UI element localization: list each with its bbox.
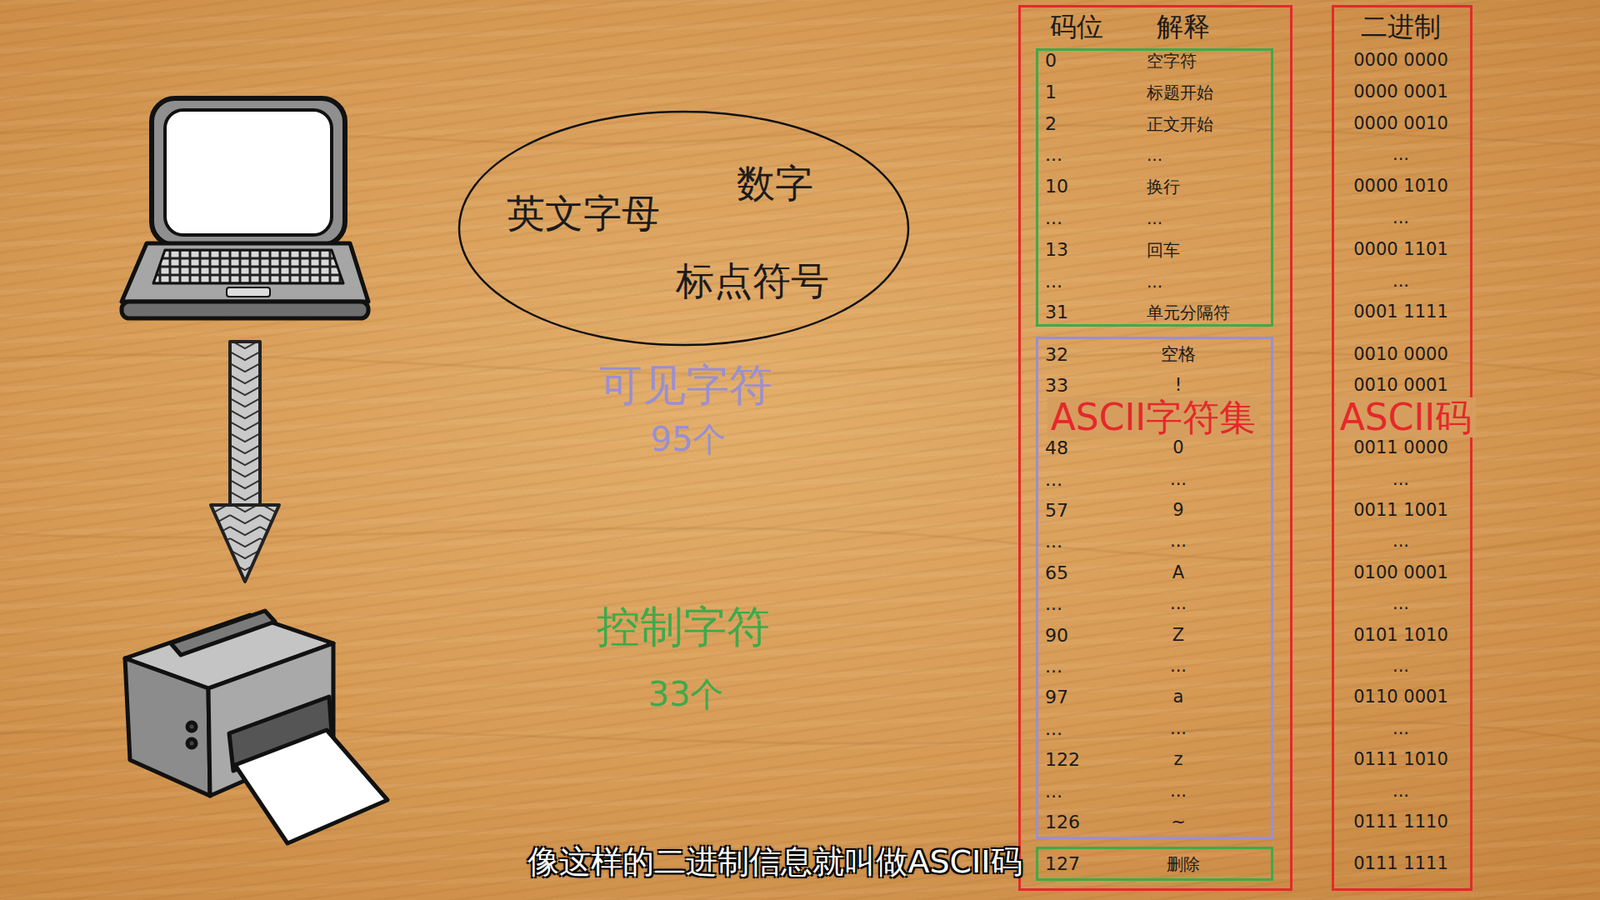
char-description: 回车 bbox=[1146, 240, 1180, 260]
binary-code: 0000 0010 bbox=[1353, 114, 1449, 134]
char-description: 换行 bbox=[1146, 177, 1180, 196]
category-word: 英文字母 bbox=[506, 192, 660, 235]
column-header: 二进制 bbox=[1360, 12, 1441, 42]
char-description: 标题开始 bbox=[1146, 83, 1214, 102]
char-description: ... bbox=[1170, 470, 1187, 490]
binary-code: 0001 1111 bbox=[1353, 303, 1449, 323]
binary-code: 0000 1101 bbox=[1353, 240, 1449, 260]
binary-code: ... bbox=[1392, 470, 1410, 490]
char-description: 删除 bbox=[1166, 855, 1200, 874]
char-description: ... bbox=[1170, 595, 1187, 615]
binary-code: ... bbox=[1392, 532, 1410, 552]
code-point: 1 bbox=[1045, 82, 1057, 103]
code-point: 126 bbox=[1045, 812, 1080, 833]
char-description: 空字符 bbox=[1146, 51, 1197, 70]
binary-code: ... bbox=[1392, 781, 1410, 801]
code-point: 122 bbox=[1045, 750, 1080, 770]
binary-code: 0111 1110 bbox=[1353, 812, 1449, 832]
code-point: 97 bbox=[1045, 687, 1069, 708]
category-word: 数字 bbox=[736, 162, 814, 205]
code-label: ASCII码 bbox=[1336, 397, 1476, 438]
binary-code: 0000 0000 bbox=[1353, 50, 1449, 70]
code-point: 31 bbox=[1045, 302, 1069, 323]
char-description: ... bbox=[1170, 719, 1187, 739]
code-point: ... bbox=[1045, 208, 1063, 229]
printer-icon bbox=[125, 610, 388, 844]
category-title: 控制字符 bbox=[596, 603, 770, 651]
char-description: Z bbox=[1172, 625, 1185, 645]
code-point: ... bbox=[1045, 781, 1063, 802]
code-point: 48 bbox=[1045, 438, 1069, 459]
visible-char-group: 32 空格 33! 48 0...... 57 9...... 65 A...... 90 Z...… bbox=[1035, 336, 1274, 840]
binary-code: ... bbox=[1392, 271, 1410, 291]
laptop-icon bbox=[121, 98, 369, 319]
code-point: ... bbox=[1045, 470, 1063, 490]
char-description: ... bbox=[1146, 272, 1163, 291]
code-point: ... bbox=[1045, 594, 1063, 615]
category-count: 33个 bbox=[648, 675, 725, 713]
char-description: ... bbox=[1146, 145, 1163, 165]
category-count: 95个 bbox=[650, 420, 727, 458]
char-description: 0 bbox=[1172, 439, 1184, 459]
code-point: 127 bbox=[1045, 853, 1080, 874]
char-description: A bbox=[1172, 563, 1185, 583]
binary-code: 0110 0001 bbox=[1353, 688, 1449, 708]
down-arrow bbox=[210, 341, 280, 582]
binary-code: 0010 0001 bbox=[1353, 376, 1449, 396]
binary-code: ... bbox=[1392, 656, 1410, 676]
control-char-group: 127 删除 bbox=[1035, 846, 1274, 881]
code-point: ... bbox=[1045, 656, 1063, 677]
code-point: 33 bbox=[1045, 375, 1069, 396]
code-point: 32 bbox=[1045, 345, 1069, 365]
category-word: 标点符号 bbox=[675, 260, 830, 303]
char-description: ~ bbox=[1170, 812, 1186, 832]
char-description: 正文开始 bbox=[1146, 115, 1214, 134]
binary-code-frame: 二进制 ASCII码 0000 0000 0000 0001 0000 0010... 0… bbox=[1331, 5, 1473, 891]
code-point: 2 bbox=[1045, 114, 1057, 135]
code-point: 57 bbox=[1045, 500, 1069, 521]
char-description: a bbox=[1173, 688, 1185, 708]
code-point: ... bbox=[1045, 145, 1063, 165]
binary-code: 0011 0000 bbox=[1353, 439, 1449, 459]
code-point: ... bbox=[1045, 271, 1063, 292]
binary-code: 0111 1010 bbox=[1353, 750, 1449, 770]
code-point: 0 bbox=[1045, 50, 1057, 71]
subtitle-caption: 像这样的二进制信息就叫做ASCII码 bbox=[527, 845, 1022, 880]
code-point: ... bbox=[1045, 719, 1063, 740]
control-char-group: 0 空字符 1 标题开始 2 正文开始...... 10 换行...... 13 回车......… bbox=[1035, 48, 1274, 327]
char-description: ... bbox=[1170, 656, 1187, 676]
char-description: 9 bbox=[1172, 500, 1184, 520]
code-point: 13 bbox=[1045, 240, 1069, 260]
char-description: ... bbox=[1170, 532, 1187, 552]
binary-code: ... bbox=[1392, 208, 1410, 228]
char-description: 单元分隔符 bbox=[1146, 303, 1230, 322]
binary-code: ... bbox=[1392, 719, 1410, 739]
code-point: ... bbox=[1045, 531, 1063, 552]
binary-code: ... bbox=[1392, 595, 1410, 615]
char-description: ! bbox=[1175, 376, 1182, 396]
binary-code: 0010 0000 bbox=[1353, 345, 1449, 365]
code-point: 10 bbox=[1045, 176, 1069, 197]
category-title: 可见字符 bbox=[599, 361, 773, 410]
binary-code: 0101 1010 bbox=[1353, 625, 1449, 645]
column-header: 码位 bbox=[1050, 12, 1104, 42]
code-point: 90 bbox=[1045, 625, 1069, 646]
binary-code: 0000 1010 bbox=[1353, 177, 1449, 197]
binary-code: 0011 1001 bbox=[1353, 500, 1449, 520]
code-point: 65 bbox=[1045, 563, 1069, 584]
char-description: ... bbox=[1170, 781, 1187, 801]
binary-code: 0100 0001 bbox=[1353, 563, 1449, 583]
char-description: ... bbox=[1146, 209, 1163, 228]
column-header: 解释 bbox=[1156, 12, 1210, 42]
binary-code: 0000 0001 bbox=[1353, 82, 1449, 102]
charset-label: ASCII字符集 bbox=[1047, 397, 1260, 438]
character-group-ellipse: 英文字母 数字标点符号 bbox=[457, 110, 910, 347]
charset-table-frame: 码位解释ASCII字符集0空字符1标题开始2正文开始......10换行....… bbox=[1018, 5, 1293, 891]
char-description: 空格 bbox=[1160, 345, 1196, 365]
binary-code: ... bbox=[1392, 145, 1410, 165]
char-description: z bbox=[1173, 750, 1183, 770]
binary-code: 0111 1111 bbox=[1353, 854, 1449, 874]
